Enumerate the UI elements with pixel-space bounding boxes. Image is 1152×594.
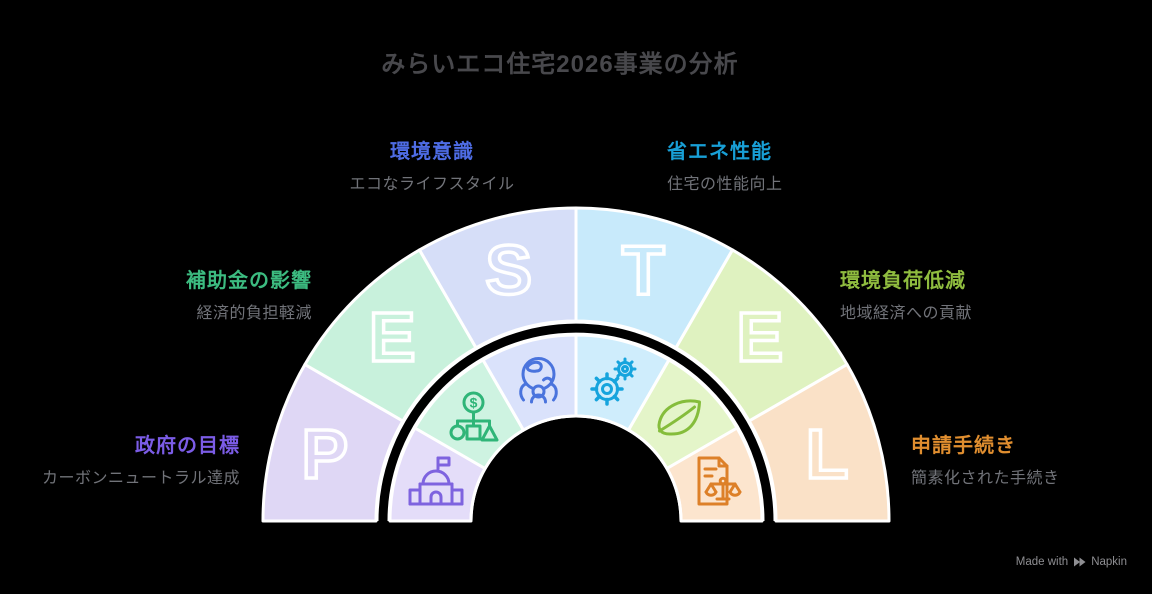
label-technological-sub: 住宅の性能向上: [667, 176, 783, 193]
made-with-napkin-credit: Made with Napkin: [1016, 556, 1127, 568]
dollar-sign: $: [470, 395, 478, 411]
label-economic: 補助金の影響 経済的負担軽減: [186, 270, 312, 323]
ring-letter-e1: E: [369, 298, 416, 376]
label-political-title: 政府の目標: [135, 435, 240, 457]
divider-arc: [378, 323, 774, 522]
inner-hole-edge: [469, 414, 683, 522]
label-environmental-sub: 地域経済への貢献: [840, 305, 973, 322]
made-with-text: Made with: [1015, 556, 1069, 568]
label-social: 環境意識 エコなライフスタイル: [282, 141, 582, 194]
label-technological-title: 省エネ性能: [667, 141, 772, 163]
label-political-sub: カーボンニュートラル達成: [41, 470, 240, 487]
legal-document-scales-icon: [697, 456, 742, 506]
label-environmental-title: 環境負荷低減: [840, 270, 966, 292]
globe-person-icon: [519, 357, 558, 404]
ring-letter-s: S: [485, 231, 532, 309]
label-economic-sub: 経済的負担軽減: [196, 305, 312, 322]
brand-text: Napkin: [1091, 556, 1127, 568]
label-legal-title: 申請手続き: [911, 435, 1016, 457]
ring-letter-e2: E: [736, 298, 783, 376]
page-title: みらいエコ住宅2026事業の分析: [381, 51, 739, 78]
ring-letter-t: T: [622, 231, 665, 309]
label-legal-sub: 簡素化された手続き: [911, 470, 1060, 487]
org-chart-dollar-icon: $: [449, 391, 499, 442]
government-building-icon: [408, 456, 464, 506]
ring-letter-l: L: [806, 415, 849, 493]
label-social-title: 環境意識: [390, 141, 474, 163]
label-economic-title: 補助金の影響: [186, 270, 312, 292]
ring-letter-p: P: [302, 415, 349, 493]
label-environmental: 環境負荷低減 地域経済への貢献: [840, 270, 972, 323]
label-social-sub: エコなライフスタイル: [349, 176, 515, 193]
leaf-icon: [657, 399, 701, 436]
label-legal: 申請手続き 簡素化された手続き: [911, 435, 1060, 488]
gears-icon: [590, 357, 637, 406]
label-political: 政府の目標 カーボンニュートラル達成: [42, 435, 240, 488]
napkin-logo-icon: [1074, 557, 1086, 567]
label-technological: 省エネ性能 住宅の性能向上: [667, 141, 783, 194]
